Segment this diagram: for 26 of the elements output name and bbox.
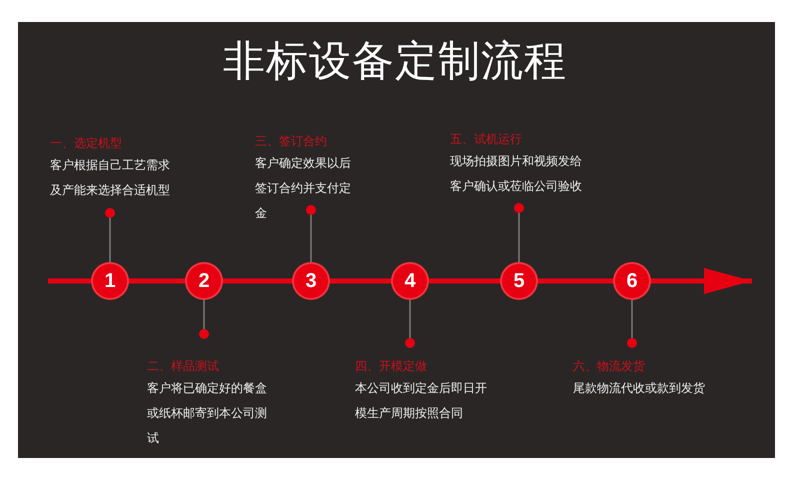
step-number-circle: 1 bbox=[93, 264, 127, 298]
step-heading: 六、物流发货 bbox=[573, 358, 646, 375]
step-number-circle: 6 bbox=[615, 264, 649, 298]
leader-line bbox=[105, 208, 115, 264]
step-heading: 二、样品测试 bbox=[147, 358, 220, 375]
step-heading: 五、试机运行 bbox=[450, 131, 523, 148]
step-description: 客户确定效果以后签订合约并支付定金 bbox=[255, 155, 352, 222]
timeline-arrow bbox=[649, 268, 752, 294]
leader-line bbox=[306, 205, 316, 264]
leader-line bbox=[514, 203, 524, 264]
step-description: 尾款物流代收或款到发货 bbox=[573, 380, 706, 397]
step-description: 本公司收到定金后即日开模生产周期按照合同 bbox=[355, 380, 488, 422]
step-number-circle: 3 bbox=[294, 264, 328, 298]
title: 非标设备定制流程 bbox=[222, 35, 568, 87]
leader-line bbox=[199, 298, 209, 339]
step-description: 客户根据自己工艺需求及产能来选择合适机型 bbox=[50, 157, 171, 199]
step-description: 现场拍摄图片和视频发给客户确认或莅临公司验收 bbox=[450, 153, 583, 195]
step-heading: 三、签订合约 bbox=[255, 133, 328, 150]
step-heading: 四、开模定做 bbox=[355, 358, 428, 375]
step-number-circle: 4 bbox=[393, 264, 427, 298]
step-number-circle: 2 bbox=[187, 264, 221, 298]
step-number-circle: 5 bbox=[502, 264, 536, 298]
leader-line bbox=[405, 298, 415, 348]
step-heading: 一、选定机型 bbox=[50, 135, 123, 152]
leader-line bbox=[627, 298, 637, 348]
step-description: 客户将已确定好的餐盒或纸杯邮寄到本公司测试 bbox=[147, 380, 268, 447]
